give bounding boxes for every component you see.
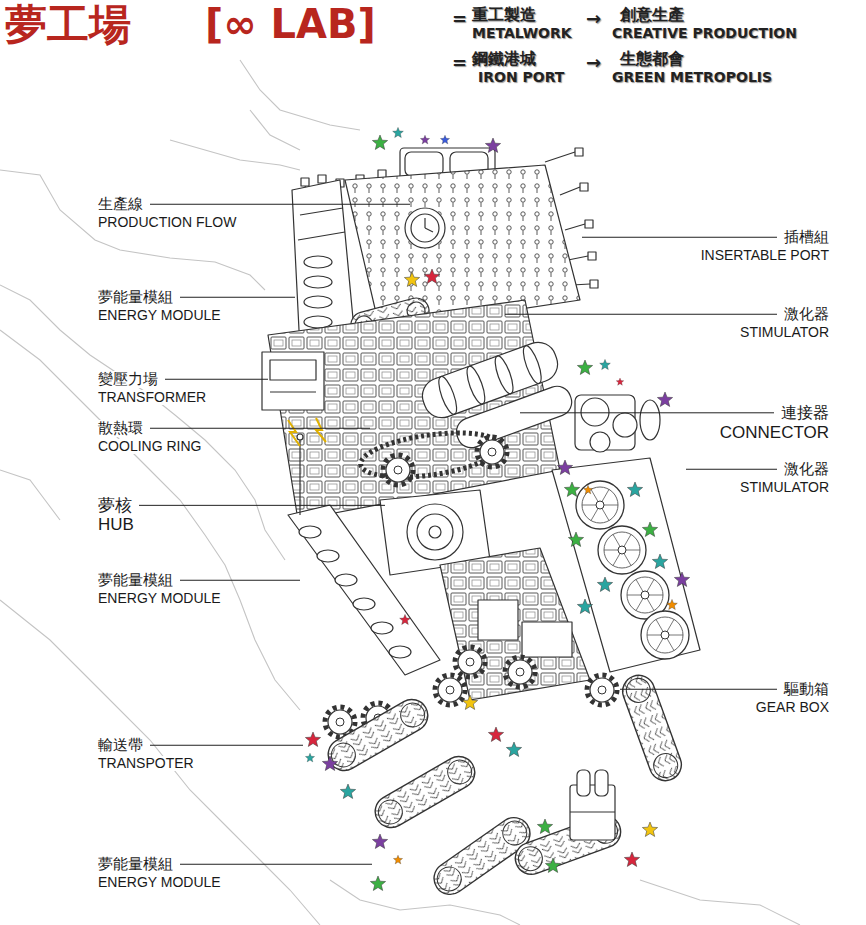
lightning xyxy=(288,418,326,446)
part-label: ENERGY MODULE xyxy=(97,591,222,606)
part-label: STIMULATOR xyxy=(739,325,830,340)
clock xyxy=(405,208,445,248)
part-label: INSERTABLE PORT xyxy=(700,248,830,263)
part-label: 夢能量模組 xyxy=(97,856,174,873)
conveyor-belts xyxy=(322,671,685,901)
map-outline xyxy=(0,60,800,925)
title-tag: [∞ LAB] xyxy=(205,2,376,46)
stimulator-cluster xyxy=(575,395,660,452)
part-label: 夢核 xyxy=(97,496,133,515)
leader-line xyxy=(165,379,268,380)
part-label: 生產線 xyxy=(97,196,144,213)
header-text: IRON PORT xyxy=(478,70,564,85)
title: 夢工場 xyxy=(5,2,131,48)
leader-line xyxy=(150,204,410,205)
part-label: CONNECTOR xyxy=(719,424,830,443)
leader-line xyxy=(150,745,303,746)
leader-line xyxy=(180,864,372,865)
antenna xyxy=(297,434,303,515)
part-label: HUB xyxy=(97,516,135,535)
leader-line xyxy=(139,505,385,506)
leader-line xyxy=(686,469,777,470)
leader-line xyxy=(505,314,777,315)
part-label: 夢能量模組 xyxy=(97,289,174,306)
header-text: METALWORK xyxy=(472,26,572,41)
part-label: 激化器 xyxy=(783,306,830,323)
header-text: 鋼鐵港城 xyxy=(472,50,536,68)
leader-line xyxy=(150,428,370,429)
part-label: 輸送帶 xyxy=(97,737,144,754)
part-label: 夢能量模組 xyxy=(97,572,174,589)
part-label: COOLING RING xyxy=(97,439,202,454)
part-label: TRANSFORMER xyxy=(97,390,207,405)
part-label: TRANSPOTER xyxy=(97,756,195,771)
gear-box xyxy=(570,770,615,840)
header-text: GREEN METROPOLIS xyxy=(612,70,772,85)
lower-blocks xyxy=(440,548,590,700)
part-label: ENERGY MODULE xyxy=(97,875,222,890)
fan-housing xyxy=(552,458,700,672)
header-text: → xyxy=(586,9,601,29)
part-label: 變壓力場 xyxy=(97,371,159,388)
leader-lines xyxy=(139,204,777,864)
part-label: 激化器 xyxy=(783,461,830,478)
header-text: 重工製造 xyxy=(472,6,536,24)
part-label: 驅動箱 xyxy=(783,681,830,698)
header-text: = xyxy=(452,9,467,29)
header-text: CREATIVE PRODUCTION xyxy=(612,26,797,41)
leader-line xyxy=(180,580,300,581)
header-text: → xyxy=(586,53,601,73)
header-text: 創意生產 xyxy=(620,6,684,24)
transformer-box xyxy=(262,352,324,410)
machine-body xyxy=(262,148,700,901)
insertable-port-panel xyxy=(345,165,580,330)
energy-module-row xyxy=(288,505,440,675)
part-label: 插槽組 xyxy=(783,229,830,246)
leader-line xyxy=(180,297,295,298)
leader-line xyxy=(620,689,777,690)
part-label: STIMULATOR xyxy=(739,480,830,495)
part-label: 連接器 xyxy=(780,404,830,422)
part-label: ENERGY MODULE xyxy=(97,308,222,323)
leader-line xyxy=(582,237,777,238)
leader-line xyxy=(520,412,774,413)
part-label: 散熱環 xyxy=(97,420,144,437)
stars xyxy=(305,127,689,890)
part-label: GEAR BOX xyxy=(755,700,830,715)
header-text: 生態都會 xyxy=(620,50,684,68)
header-text: = xyxy=(452,53,467,73)
part-label: PRODUCTION FLOW xyxy=(97,215,237,230)
